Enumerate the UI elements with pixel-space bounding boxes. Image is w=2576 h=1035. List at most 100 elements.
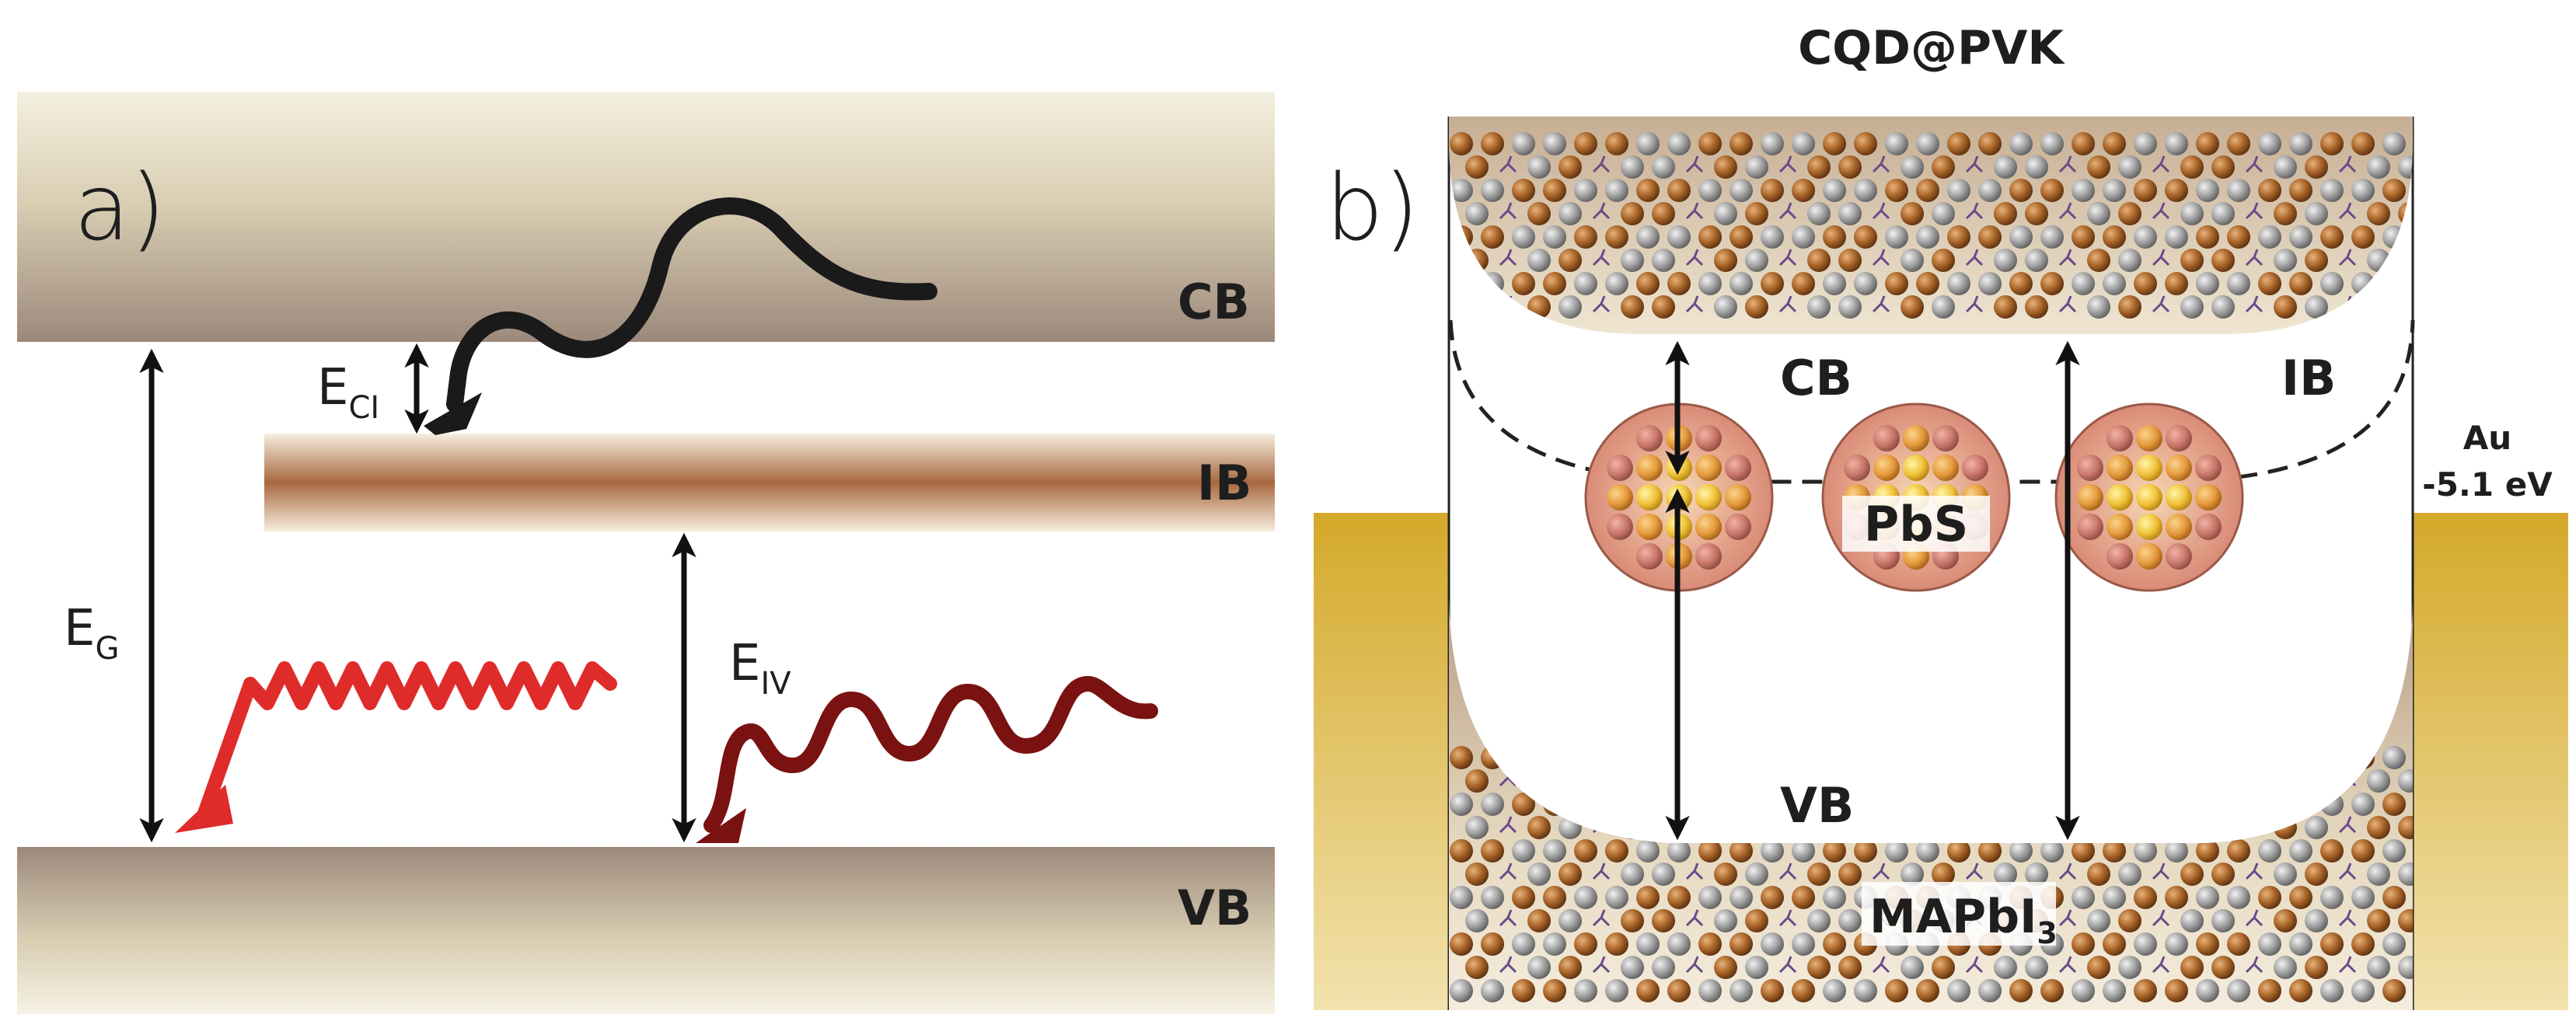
lattice-atom [1621, 956, 1644, 979]
lattice-atom [2072, 132, 2095, 155]
lattice-atom [1450, 932, 1473, 956]
qd-atom [2107, 543, 2133, 570]
lattice-atom [1605, 932, 1628, 956]
lattice-atom [2165, 746, 2188, 769]
ligand-molecule [2058, 909, 2077, 927]
lattice-atom [1527, 956, 1551, 979]
lattice-atom [1512, 272, 1535, 295]
qd-atom [1725, 514, 1751, 540]
lattice-atom [2025, 295, 2048, 319]
lattice-atom [1730, 179, 1753, 202]
panel-b-title: CQD@PVK [1798, 21, 2065, 75]
lattice-atom [2087, 769, 2110, 793]
lattice-atom [1978, 179, 2002, 202]
qd-atom [1962, 455, 1988, 481]
lattice-atom [1450, 132, 1473, 155]
lattice-atom [1465, 956, 1489, 979]
lattice-atom [1823, 979, 1846, 1002]
lattice-atom [2009, 179, 2033, 202]
lattice-atom [2351, 932, 2375, 956]
lattice-atom [1792, 839, 1815, 862]
lattice-atom [2398, 155, 2413, 179]
ligand-molecule [1499, 956, 1517, 974]
lattice-atom [2289, 272, 2312, 295]
lattice-atom [2398, 816, 2413, 839]
lattice-atom [2351, 886, 2375, 909]
ligand-molecule [1685, 816, 1704, 834]
lattice-atom [1714, 909, 1737, 932]
vb-label-a: VB [1178, 880, 1251, 936]
ligand-molecule [1499, 155, 1517, 173]
lattice-atom [2227, 225, 2250, 249]
lattice-atom [1730, 132, 1753, 155]
lattice-atom [2211, 155, 2235, 179]
lattice-atom [1792, 225, 1815, 249]
lattice-atom [1916, 793, 1939, 816]
ligand-molecule [1872, 155, 1890, 173]
gold-electrode-right [2413, 513, 2568, 1010]
lattice-atom [1698, 886, 1722, 909]
lattice-atom [1714, 295, 1737, 319]
lattice-atom [1543, 746, 1566, 769]
lattice-atom [2072, 793, 2095, 816]
lattice-atom [2196, 132, 2219, 155]
lattice-atom [1807, 295, 1831, 319]
cb-label-b: CB [1780, 350, 1852, 406]
qd-atom [2136, 425, 2162, 451]
lattice-atom [1730, 225, 1753, 249]
lattice-atom [2227, 932, 2250, 956]
lattice-atom [1574, 746, 1597, 769]
qd-atom [1695, 514, 1722, 540]
lattice-atom [2258, 272, 2281, 295]
lattice-atom [1512, 979, 1535, 1002]
lattice-atom [2289, 886, 2312, 909]
valence-band [17, 847, 1275, 1014]
lattice-atom [1730, 979, 1753, 1002]
lattice-atom [2165, 272, 2188, 295]
panel-a: a) CB IB VB EG ECI EIV [17, 92, 1275, 1014]
lattice-atom [1761, 132, 1784, 155]
lattice-atom [1978, 793, 2002, 816]
lattice-atom [2382, 979, 2406, 1002]
lattice-atom [2103, 179, 2126, 202]
lattice-atom [2258, 886, 2281, 909]
lattice-atom [1559, 249, 1582, 272]
panel-b: b) CQD@PVK Au -5.1 eV CB IB VB PbS MAPbI… [1314, 21, 2568, 1010]
lattice-atom [1636, 793, 1660, 816]
qd-atom [2077, 484, 2103, 511]
lattice-atom [1714, 769, 1737, 793]
ligand-molecule [1685, 862, 1704, 880]
lattice-atom [1636, 839, 1660, 862]
ligand-molecule [1592, 249, 1611, 267]
lattice-atom [1698, 746, 1722, 769]
lattice-atom [1854, 132, 1877, 155]
lattice-atom [1823, 179, 1846, 202]
lattice-atom [2320, 979, 2344, 1002]
lattice-atom [2351, 225, 2375, 249]
ligand-molecule [1499, 909, 1517, 927]
lattice-atom [1854, 746, 1877, 769]
lattice-atom [1574, 225, 1597, 249]
lattice-atom [1652, 816, 1675, 839]
lattice-atom [1994, 956, 2017, 979]
lattice-atom [2382, 132, 2406, 155]
ligand-molecule [2152, 816, 2170, 834]
ligand-molecule [1592, 155, 1611, 173]
lattice-atom [1559, 155, 1582, 179]
lattice-atom [1636, 225, 1660, 249]
lattice-atom [2211, 295, 2235, 319]
lattice-atom [1559, 862, 1582, 886]
lattice-atom [1885, 179, 1908, 202]
lattice-atom [1994, 249, 2017, 272]
ligand-molecule [1685, 956, 1704, 974]
lattice-atom [2382, 932, 2406, 956]
lattice-atom [1901, 155, 1924, 179]
lattice-atom [1947, 272, 1970, 295]
lattice-atom [2040, 132, 2064, 155]
lattice-atom [2274, 816, 2297, 839]
qd-atom [2166, 484, 2192, 511]
lattice-atom [2165, 179, 2188, 202]
lattice-atom [2165, 793, 2188, 816]
lattice-atom [1745, 769, 1768, 793]
eg-label: EG [64, 600, 119, 667]
